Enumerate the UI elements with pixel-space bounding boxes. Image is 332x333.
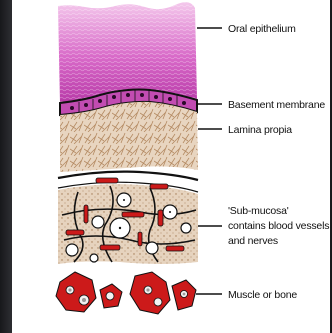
label-oral-epithelium: Oral epithelium — [228, 23, 296, 35]
label-basement-membrane: Basement membrane — [228, 99, 325, 111]
submucosa-boundary — [58, 172, 198, 180]
label-submucosa-line2: contains blood vessels — [228, 220, 329, 232]
oral-epithelium-layer — [58, 2, 197, 103]
leader-lines — [196, 28, 222, 294]
label-submucosa-line3: and nerves — [228, 235, 278, 247]
label-muscle-or-bone: Muscle or bone — [228, 289, 297, 301]
label-lamina-propia: Lamina propia — [228, 124, 292, 136]
muscle-or-bone-layer — [56, 272, 196, 314]
submucosa-layer — [58, 178, 198, 264]
label-submucosa-line1: 'Sub-mucosa' — [228, 205, 289, 217]
